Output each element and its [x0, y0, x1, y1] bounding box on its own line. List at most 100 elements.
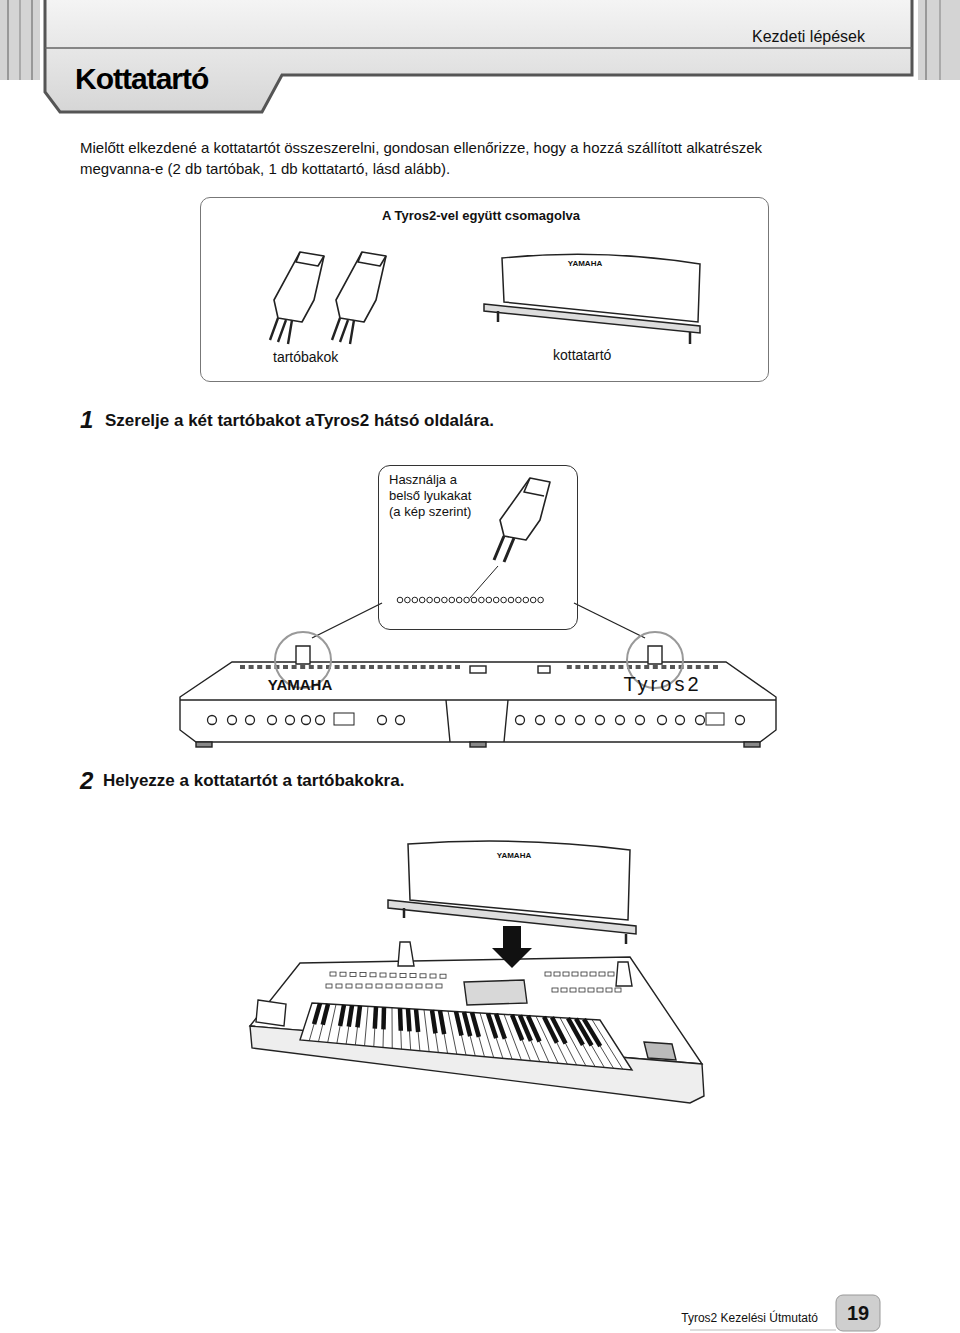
panel-button: [360, 973, 366, 977]
jack: [596, 716, 605, 725]
hole: [538, 597, 544, 603]
brand-logo: YAMAHA: [560, 259, 610, 269]
panel-button: [380, 973, 386, 977]
panel-button: [400, 973, 406, 977]
jack: [616, 716, 625, 725]
jack: [676, 716, 685, 725]
grill-slot: [713, 665, 718, 669]
black-key: [340, 1005, 344, 1026]
hole: [479, 597, 485, 603]
panel-button: [440, 974, 446, 978]
grill-slot: [644, 665, 649, 669]
grill-slot: [421, 665, 426, 669]
port: [706, 713, 724, 725]
intro-text: Mielőtt elkezdené a kottatartót összesze…: [80, 137, 840, 179]
hole: [405, 597, 411, 603]
grill-slot: [636, 665, 641, 669]
grill-slot: [403, 665, 408, 669]
grill-slot: [446, 665, 451, 669]
panel-button: [570, 988, 576, 992]
white-key: [440, 1011, 448, 1054]
key-row: [309, 972, 623, 1069]
white-key: [365, 1006, 368, 1046]
header-rule: [925, 0, 927, 80]
callout-text: Használja a belső lyukakat (a kép szerin…: [389, 472, 481, 520]
black-key: [357, 1006, 360, 1028]
brand-logo: YAMAHA: [256, 675, 344, 694]
grill-slot: [455, 665, 460, 669]
grill-slot: [343, 665, 348, 669]
hole: [516, 597, 522, 603]
header-rule: [19, 0, 21, 80]
hole: [419, 597, 425, 603]
jack: [536, 716, 545, 725]
white-key: [383, 1007, 384, 1047]
panel-button: [366, 984, 372, 988]
panel-button: [606, 988, 612, 992]
grill-slot: [360, 665, 365, 669]
jack: [636, 716, 645, 725]
jack: [658, 716, 667, 725]
panel-button: [356, 984, 362, 988]
part-name: tartóbakok: [273, 348, 338, 366]
jack: [736, 716, 745, 725]
bracket-drawing: [270, 252, 386, 344]
header-outline: [45, 0, 912, 112]
step-number: 2: [80, 766, 93, 796]
panel-button: [330, 972, 336, 976]
grill-slot: [601, 665, 606, 669]
hole: [493, 597, 499, 603]
white-key: [512, 1015, 531, 1061]
panel-button: [426, 984, 432, 988]
step-number: 1: [80, 405, 93, 435]
white-key: [472, 1012, 484, 1056]
panel-button: [376, 984, 382, 988]
panel-button: [416, 984, 422, 988]
white-key: [346, 1005, 352, 1044]
black-key: [440, 1011, 444, 1035]
grill-slot: [395, 665, 400, 669]
white-key: [400, 1008, 401, 1049]
white-key: [328, 1004, 336, 1042]
black-key: [314, 1003, 320, 1024]
grill-slot: [240, 665, 245, 669]
black-key: [528, 1016, 540, 1042]
jack: [378, 716, 387, 725]
white-key: [355, 1006, 360, 1045]
grill-slot: [696, 665, 701, 669]
black-key: [349, 1005, 352, 1026]
black-key: [496, 1014, 505, 1039]
panel-button: [581, 972, 587, 976]
hole: [464, 597, 470, 603]
black-key: [584, 1019, 600, 1046]
grill-slot: [300, 665, 305, 669]
hole: [486, 597, 492, 603]
grill-slot: [309, 665, 314, 669]
hole-row: [397, 597, 543, 603]
panel-button: [608, 972, 614, 976]
panel-button: [561, 988, 567, 992]
white-key: [424, 1010, 429, 1052]
panel-button: [410, 974, 416, 978]
brand-logo: YAMAHA: [484, 851, 544, 861]
grill-slot: [670, 665, 675, 669]
panel-button: [350, 972, 356, 976]
panel-button: [552, 988, 558, 992]
black-key: [323, 1004, 328, 1025]
white-key: [568, 1018, 595, 1067]
grill-slot: [618, 665, 623, 669]
white-key: [488, 1013, 503, 1058]
keyboard-rear-drawing: [180, 646, 776, 747]
white-key: [544, 1017, 567, 1064]
white-key: [309, 1003, 320, 1040]
model-logo: Tyros2: [600, 672, 725, 697]
jack: [396, 716, 405, 725]
footer-rule: [690, 1330, 836, 1331]
black-key: [408, 1009, 409, 1032]
header-bar: [0, 0, 40, 80]
panel-button: [545, 972, 551, 976]
black-key: [416, 1009, 418, 1032]
step-text: Szerelje a két tartóbakot aTyros2 hátsó …: [105, 410, 494, 431]
